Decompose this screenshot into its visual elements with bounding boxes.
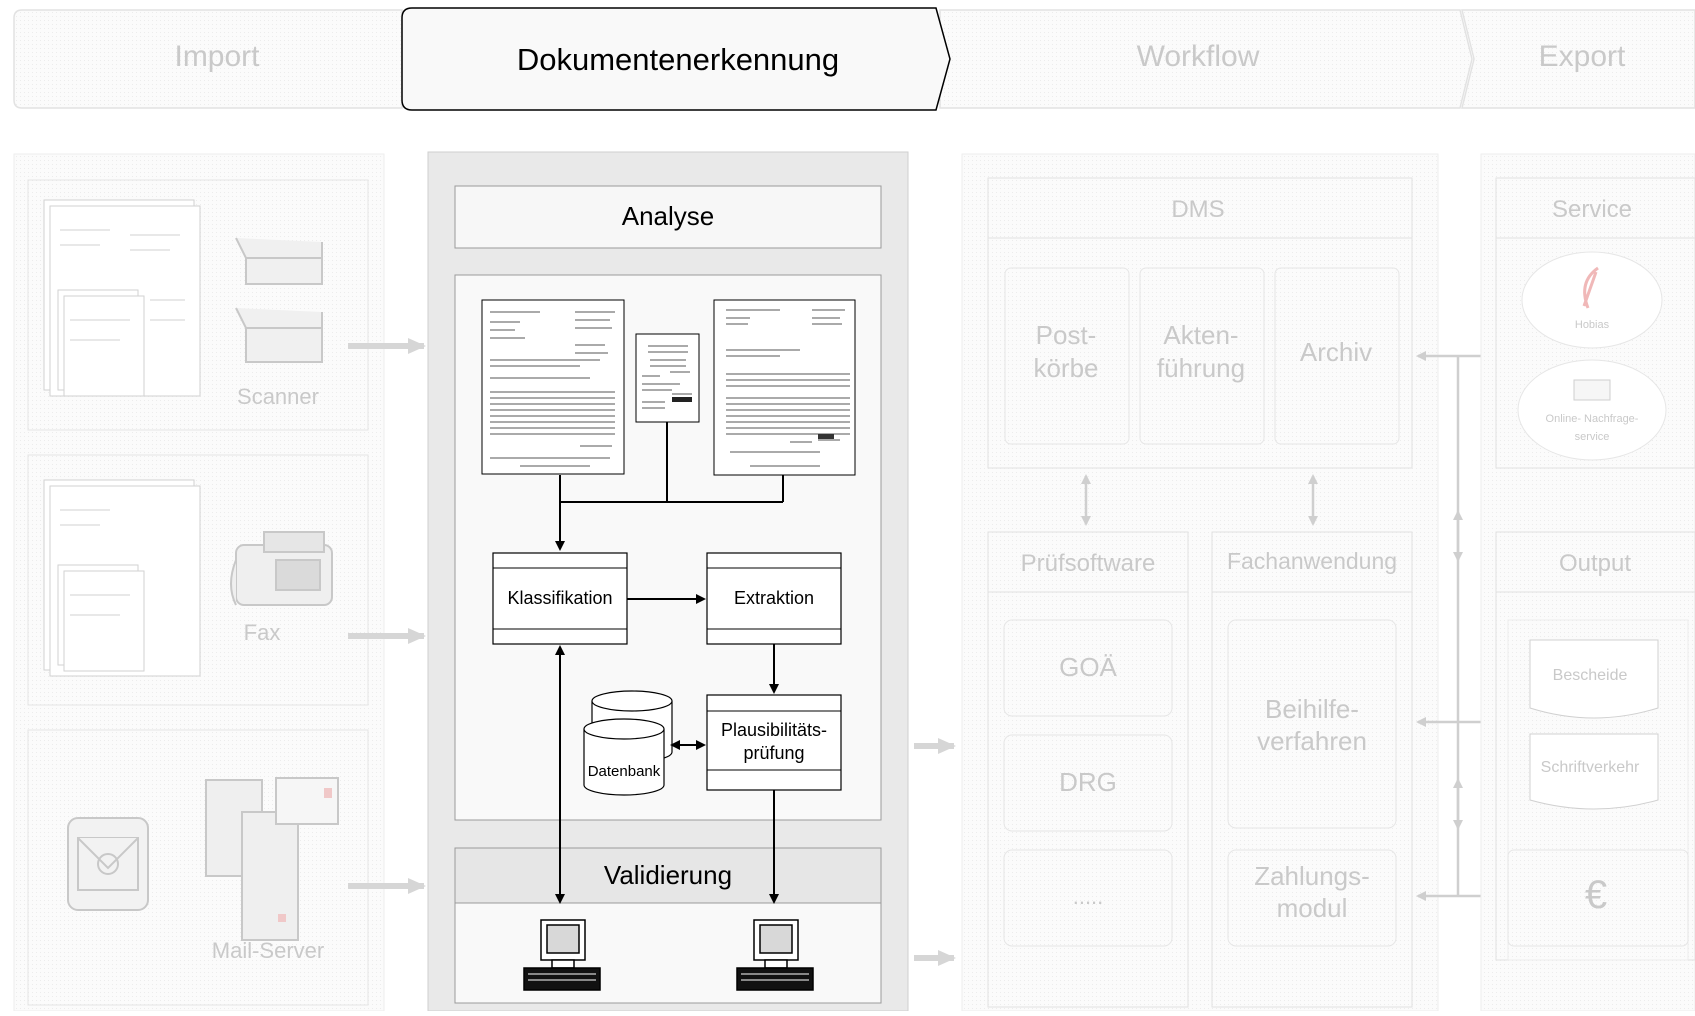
recognition-column: Analyse	[427, 151, 956, 1012]
mail-server-icon	[205, 777, 339, 941]
fach-item-beihilfe-line2: verfahren	[1257, 726, 1367, 756]
stage-bar: Import Dokumentenerkennung Workflow Expo…	[13, 7, 1695, 111]
output-title: Output	[1559, 550, 1631, 577]
analyse-title: Analyse	[622, 201, 715, 231]
classification-box: Klassifikation	[492, 552, 628, 645]
dms-item-aktenfuehrung-line1: Akten-	[1163, 320, 1238, 350]
stage-label-import: Import	[174, 40, 260, 73]
dms-item-aktenfuehrung-line2: führung	[1157, 353, 1245, 383]
validation-panel	[454, 902, 882, 1004]
workflow-vertical-arrows	[1081, 474, 1318, 526]
fach-item-beihilfe-line1: Beihilfe-	[1265, 694, 1359, 724]
output-doc-schriftverkehr: Schriftverkehr	[1541, 759, 1640, 776]
pruefsoftware-title: Prüfsoftware	[1021, 550, 1156, 577]
workflow-column: DMS Post- körbe Akten- führung Archiv Pr…	[961, 153, 1492, 1012]
plausibility-label-line2: prüfung	[743, 743, 804, 763]
stage-label-export: Export	[1539, 40, 1626, 73]
workstation-icon[interactable]	[523, 919, 601, 991]
dms-item-postkoerbe-line1: Post-	[1036, 320, 1097, 350]
service-stamp-1: Hobias	[1575, 319, 1610, 331]
import-arrows	[348, 338, 426, 894]
pruef-item-drg: DRG	[1059, 767, 1117, 797]
scanner-icon	[235, 237, 323, 363]
pruef-item-more: .....	[1073, 884, 1104, 909]
dms-title: DMS	[1171, 196, 1224, 223]
extraction-box: Extraktion	[706, 552, 842, 645]
output-doc-bescheide: Bescheide	[1553, 667, 1628, 684]
export-column: Service Hobias Online- Nachfrage- servic…	[1480, 153, 1695, 1012]
document-connector	[555, 422, 784, 551]
dms-item-postkoerbe-line2: körbe	[1033, 353, 1098, 383]
database-icon: Datenbank	[583, 690, 673, 796]
classification-label: Klassifikation	[507, 588, 612, 608]
output-panel: Output Bescheide Schriftverkehr €	[1495, 531, 1695, 961]
dms-item-archiv: Archiv	[1300, 337, 1372, 367]
service-stamp-2-line1: Online- Nachfrage-	[1546, 413, 1639, 425]
envelope-icon	[67, 817, 149, 911]
fachanwendung-panel: Fachanwendung Beihilfe- verfahren Zahlun…	[1211, 531, 1413, 1008]
plausibility-label-line1: Plausibilitäts-	[721, 720, 827, 740]
dms-panel: DMS Post- körbe Akten- führung Archiv	[987, 177, 1413, 469]
plausibility-box: Plausibilitäts- prüfung	[706, 694, 842, 791]
fax-panel: Fax	[27, 454, 369, 706]
database-label: Datenbank	[588, 763, 661, 780]
stage-label-workflow: Workflow	[1137, 40, 1260, 73]
fach-item-zahlung-line1: Zahlungs-	[1254, 861, 1370, 891]
fax-icon	[230, 531, 333, 606]
document-thumbnail	[635, 333, 700, 423]
scanner-label: Scanner	[237, 384, 319, 409]
fax-label: Fax	[244, 620, 281, 645]
recognition-output-arrows	[914, 738, 956, 966]
mail-panel: Mail-Server	[27, 729, 369, 1006]
stage-dokumentenerkennung[interactable]	[401, 7, 951, 111]
workstation-icon[interactable]	[736, 919, 814, 991]
service-title: Service	[1552, 196, 1632, 223]
card-icon	[1573, 379, 1611, 401]
service-stamp-2-line2: service	[1575, 431, 1610, 443]
document-thumbnail	[481, 299, 625, 475]
paper-stack-icon	[43, 199, 201, 397]
import-column: Scanner Fax	[13, 153, 426, 1012]
fachanwendung-title: Fachanwendung	[1227, 548, 1397, 574]
workflow-export-connectors	[1416, 351, 1492, 901]
extraction-label: Extraktion	[734, 588, 814, 608]
euro-icon: €	[1585, 873, 1607, 917]
stage-label-dokumentenerkennung: Dokumentenerkennung	[517, 42, 839, 77]
validation-title: Validierung	[604, 860, 732, 890]
pruefsoftware-panel: Prüfsoftware GOÄ DRG .....	[987, 531, 1189, 1008]
quill-icon	[1582, 266, 1599, 309]
stage-import[interactable]	[13, 9, 403, 109]
stage-export[interactable]	[1461, 9, 1695, 109]
pruef-item-goae: GOÄ	[1059, 652, 1117, 682]
scanner-panel: Scanner	[27, 179, 369, 431]
analyse-header	[454, 185, 882, 249]
fach-item-zahlung-line2: modul	[1277, 893, 1348, 923]
paper-stack-icon	[43, 479, 201, 677]
document-thumbnail	[713, 299, 856, 476]
validation-header	[454, 847, 882, 904]
service-panel: Service Hobias Online- Nachfrage- servic…	[1495, 177, 1695, 469]
mail-server-label: Mail-Server	[212, 938, 324, 963]
